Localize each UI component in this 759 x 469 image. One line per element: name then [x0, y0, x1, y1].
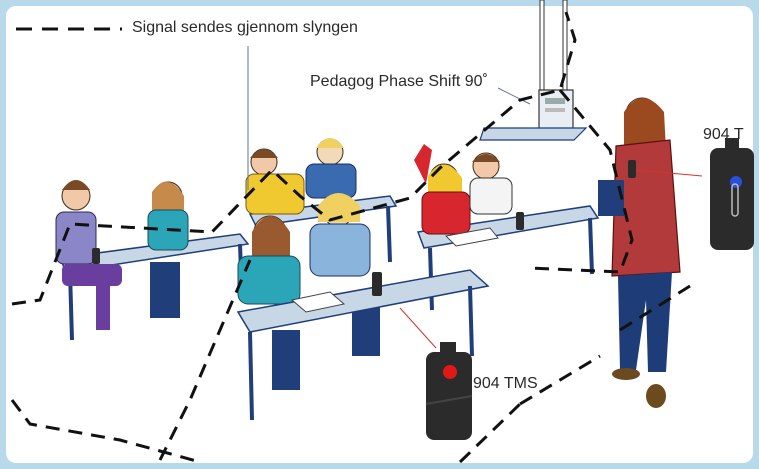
student-7 — [237, 215, 301, 390]
student-2 — [147, 181, 189, 318]
device-904-tms-icon — [425, 342, 473, 440]
teacher-figure — [598, 97, 681, 408]
phase-pointer-line — [497, 87, 531, 105]
induction-loop — [10, 11, 691, 464]
phase-shift-unit — [479, 0, 588, 141]
desk-front — [236, 227, 499, 421]
device-904-tms-label: 904 TMS — [473, 375, 538, 392]
tms-pointer-line — [399, 307, 437, 349]
student-5 — [414, 144, 471, 235]
t904-pointer-line — [635, 169, 703, 177]
student-4 — [305, 138, 357, 199]
student-6 — [469, 152, 513, 215]
student-receiver-icon — [516, 212, 524, 230]
device-904-t-label: 904 T — [703, 126, 744, 143]
student-3 — [245, 148, 305, 215]
phase-shift-label: Pedagog Phase Shift 90˚ — [310, 73, 488, 90]
student-8 — [309, 193, 380, 356]
legend-text: Signal sendes gjennom slyngen — [132, 19, 358, 36]
student-receiver-icon — [92, 248, 100, 264]
device-904-t-icon — [710, 138, 754, 250]
student-receiver-icon — [372, 272, 382, 296]
